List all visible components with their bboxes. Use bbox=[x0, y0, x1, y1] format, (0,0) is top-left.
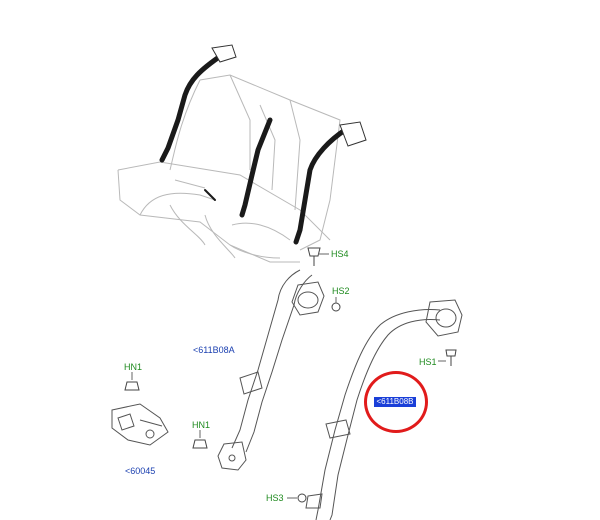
highlight-circle bbox=[364, 371, 428, 433]
hs2-bolt bbox=[331, 297, 341, 312]
seat-belt-straps bbox=[159, 52, 348, 245]
rear-seat-outline bbox=[117, 74, 341, 263]
label-611b08b-highlighted[interactable]: <611B08B bbox=[374, 397, 416, 407]
outer-belt-assembly bbox=[305, 299, 463, 520]
hs3-bolt bbox=[287, 493, 307, 503]
label-hn1-left[interactable]: HN1 bbox=[124, 362, 143, 372]
label-hs3[interactable]: HS3 bbox=[266, 493, 284, 503]
center-belt-assembly bbox=[217, 269, 325, 471]
seat-belt-retractors-top bbox=[211, 44, 367, 147]
hs4-bolt bbox=[307, 247, 329, 266]
hn1-nut-left bbox=[124, 372, 140, 391]
buckle-60045 bbox=[111, 403, 169, 446]
hn1-nut-mid bbox=[192, 430, 208, 449]
label-hs4[interactable]: HS4 bbox=[331, 249, 349, 259]
label-hn1-mid[interactable]: HN1 bbox=[192, 420, 211, 430]
hs1-bolt bbox=[438, 349, 457, 366]
label-hs2[interactable]: HS2 bbox=[332, 286, 350, 296]
label-611b08a[interactable]: <611B08A bbox=[193, 345, 235, 355]
label-60045[interactable]: <60045 bbox=[125, 466, 156, 476]
label-hs1[interactable]: HS1 bbox=[419, 357, 437, 367]
